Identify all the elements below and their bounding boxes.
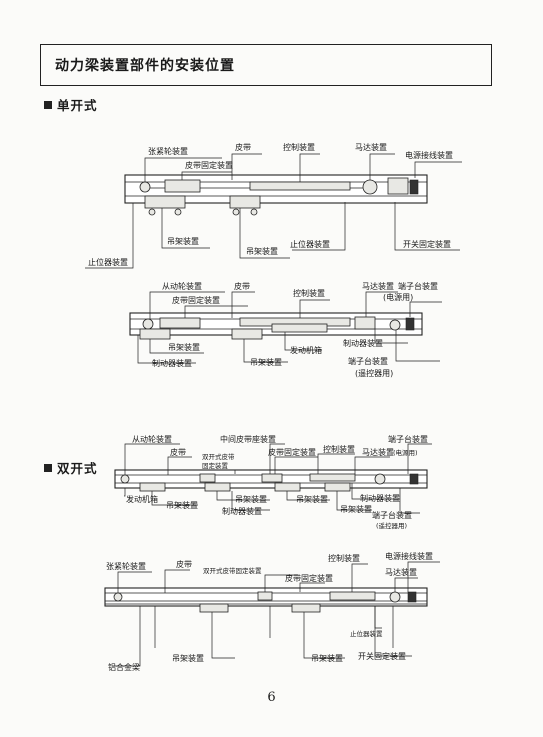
label-diaojia-3: 吊架装置 (296, 494, 328, 504)
label-diaojia-2: 吊架装置 (311, 653, 343, 663)
label-zhiwei-left: 止位器装置 (88, 257, 128, 267)
bullet-square-icon (44, 464, 52, 472)
label-shuangkai: 双开式皮带固定装置 (203, 566, 262, 575)
label-fadong: 发动机箱 (126, 494, 158, 504)
label-diaojia-1: 吊架装置 (166, 500, 198, 510)
leader-lines (112, 561, 440, 667)
label-diaojia-4: 吊架装置 (340, 504, 372, 514)
beam-body (104, 587, 428, 648)
label-zhidong-left: 制动器装置 (152, 358, 192, 368)
label-diaojia-1: 吊架装置 (167, 236, 199, 246)
label-shuangkai-a: 双开式皮带 (202, 452, 235, 461)
leader-lines (85, 153, 462, 269)
section-heading-double: 双开式 (44, 458, 98, 477)
label-zhidong-right: 制动器装置 (360, 493, 400, 503)
label-kongzhi: 控制装置 (293, 288, 325, 298)
label-pidai-guding: 皮带固定装置 (185, 160, 233, 170)
diagram-double-2: 张紧轮装置 皮带 双开式皮带固定装置 皮带固定装置 控制装置 电源接线装置 马达… (104, 551, 440, 672)
label-kaiguan: 开关固定装置 (358, 651, 406, 661)
label-shuangkai-b: 固定装置 (202, 461, 229, 470)
label-kongzhi: 控制装置 (328, 553, 360, 563)
label-mada: 马达装置 (362, 447, 394, 457)
beam-body (124, 174, 428, 216)
label-zhiwei-right: 止位器装置 (290, 239, 330, 249)
label-zhiwei: 止位器装置 (350, 629, 383, 638)
diagram-single-2: 从动轮装置 皮带 皮带固定装置 控制装置 马达装置 端子台装置 (电源用) 吊架… (129, 281, 442, 378)
label-mada: 马达装置 (385, 567, 417, 577)
label-lvhejin: 铝合金梁 (108, 662, 140, 672)
label-diaojia-2: 吊架装置 (246, 246, 278, 256)
label-congdonglun: 从动轮装置 (132, 434, 172, 444)
section-double-label: 双开式 (57, 461, 98, 476)
label-duanzi-2-sub: (遥控器用) (355, 368, 393, 378)
diagram-single-1: 张紧轮装置 皮带固定装置 皮带 控制装置 马达装置 电源接线装置 吊架装置 吊架… (85, 142, 462, 269)
label-duanzi: 端子台装置 (398, 281, 438, 291)
label-pidai-guding: 皮带固定装置 (172, 295, 220, 305)
section-single-label: 单开式 (57, 98, 98, 113)
label-pidai: 皮带 (234, 281, 250, 291)
label-duanzi-2: 端子台装置 (348, 356, 388, 366)
label-fadong: 发动机箱 (290, 345, 322, 355)
label-zhangjinlun: 张紧轮装置 (106, 561, 146, 571)
label-pidai: 皮带 (176, 559, 192, 569)
label-duanzi-2: 端子台装置 (372, 510, 412, 520)
label-diaojia-2: 吊架装置 (235, 494, 267, 504)
label-duanzi-sub: (电源用) (393, 448, 418, 457)
label-diaojia-1: 吊架装置 (168, 342, 200, 352)
label-duanzi-2-sub: (遥控器用) (376, 521, 407, 530)
label-diaojia-1: 吊架装置 (172, 653, 204, 663)
label-mada: 马达装置 (355, 142, 387, 152)
label-congdonglun: 从动轮装置 (162, 281, 202, 291)
section-heading-single: 单开式 (44, 95, 98, 114)
label-zhongjian: 中间皮带座装置 (220, 434, 276, 444)
label-zhidong-right: 制动器装置 (343, 338, 383, 348)
label-duanzi-sub: (电源用) (383, 292, 413, 302)
diagram-double-1: 从动轮装置 中间皮带座装置 端子台装置 皮带 双开式皮带 固定装置 皮带固定装置… (114, 434, 432, 530)
page-title: 动力梁装置部件的安装位置 (55, 58, 235, 74)
label-pidai: 皮带 (170, 447, 186, 457)
page-number: 6 (267, 690, 276, 705)
label-pidai-guding: 皮带固定装置 (268, 447, 316, 457)
bullet-square-icon (44, 101, 52, 109)
label-kaiguan: 开关固定装置 (403, 239, 451, 249)
label-dianyuan: 电源接线装置 (385, 551, 433, 561)
beam-body (114, 469, 428, 492)
label-kongzhi: 控制装置 (323, 444, 355, 454)
leader-lines (124, 443, 432, 514)
beam-body (129, 312, 423, 340)
label-kongzhi: 控制装置 (283, 142, 315, 152)
page-title-box: 动力梁装置部件的安装位置 (40, 44, 492, 86)
label-zhidong-left: 制动器装置 (222, 506, 262, 516)
label-pidai-guding: 皮带固定装置 (285, 573, 333, 583)
label-pidai: 皮带 (235, 142, 251, 152)
label-zhangjinlun: 张紧轮装置 (148, 146, 188, 156)
label-duanzi: 端子台装置 (388, 434, 428, 444)
label-diaojia-2: 吊架装置 (250, 357, 282, 367)
label-mada: 马达装置 (362, 281, 394, 291)
label-dianyuan: 电源接线装置 (405, 150, 453, 160)
leader-lines (137, 291, 442, 364)
